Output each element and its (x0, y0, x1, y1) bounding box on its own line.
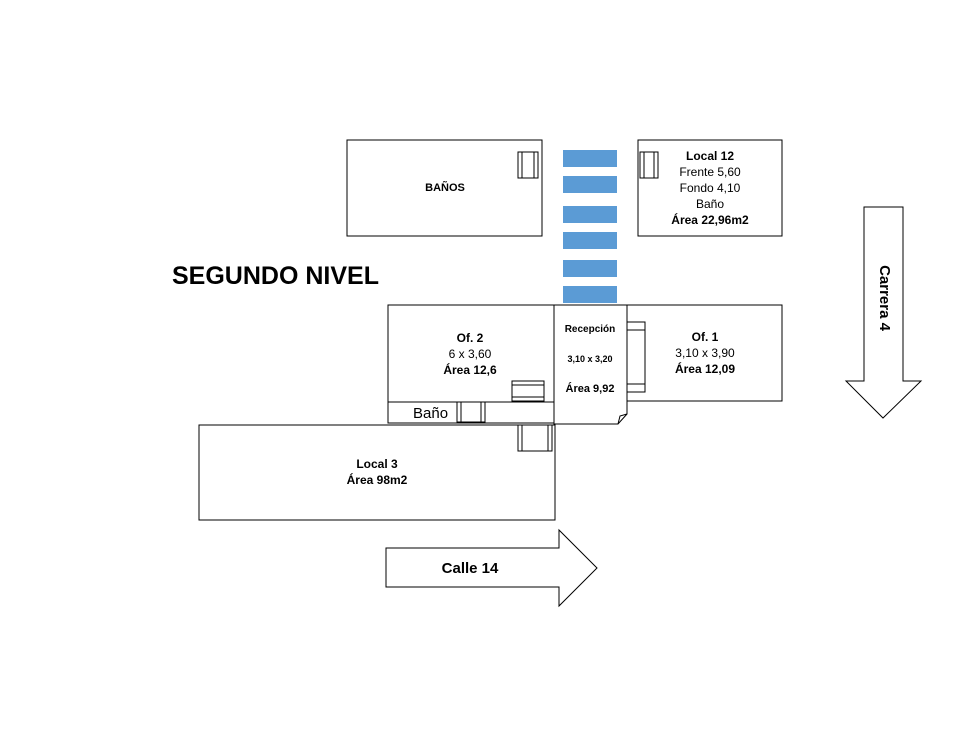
stair-step (563, 286, 617, 303)
of2-bano-label: Baño (413, 405, 448, 422)
door-icon (626, 321, 646, 393)
local12-bano: Baño (696, 197, 724, 211)
local12-frente: Frente 5,60 (679, 165, 741, 179)
of2-bathroom: Baño (387, 401, 555, 424)
stair-step (563, 150, 617, 167)
door-icon (517, 151, 539, 179)
room-of-1: Of. 1 3,10 x 3,90 Área 12,09 (626, 304, 783, 402)
street-arrow-calle: Calle 14 (385, 528, 598, 608)
stair-step (563, 176, 617, 193)
door-icon (639, 151, 659, 179)
of1-dims: 3,10 x 3,90 (675, 346, 735, 360)
of2-area: Área 12,6 (443, 362, 497, 377)
street-arrow-carrera: Carrera 4 (844, 206, 923, 419)
recepcion-name: Recepción (565, 324, 616, 335)
calle-label: Calle 14 (442, 560, 499, 577)
door-icon (511, 380, 545, 402)
local12-name: Local 12 (686, 149, 734, 163)
recepcion-area: Área 9,92 (566, 382, 615, 395)
stair-step (563, 232, 617, 249)
of2-dims: 6 x 3,60 (449, 347, 492, 361)
of2-name: Of. 2 (457, 331, 484, 345)
local12-fondo: Fondo 4,10 (680, 181, 741, 195)
stairs (563, 150, 617, 303)
room-banos-label: BAÑOS (425, 181, 465, 194)
recepcion-dims: 3,10 x 3,20 (567, 354, 612, 364)
local12-area: Área 22,96m2 (671, 212, 749, 227)
carrera-label: Carrera 4 (876, 265, 893, 332)
stair-step (563, 206, 617, 223)
door-icon (517, 424, 553, 452)
room-local-12: Local 12 Frente 5,60 Fondo 4,10 Baño Áre… (637, 139, 783, 237)
room-banos: BAÑOS (346, 139, 543, 237)
door-icon (456, 401, 486, 423)
local3-area: Área 98m2 (347, 472, 408, 487)
room-local-3: Local 3 Área 98m2 (198, 424, 556, 521)
plan-title: SEGUNDO NIVEL (172, 262, 379, 290)
stair-step (563, 260, 617, 277)
room-of-2: Of. 2 6 x 3,60 Área 12,6 (387, 304, 555, 403)
local3-name: Local 3 (356, 457, 398, 471)
of1-name: Of. 1 (692, 330, 719, 344)
of1-area: Área 12,09 (675, 361, 735, 376)
room-recepcion: Recepción 3,10 x 3,20 Área 9,92 (553, 304, 628, 425)
